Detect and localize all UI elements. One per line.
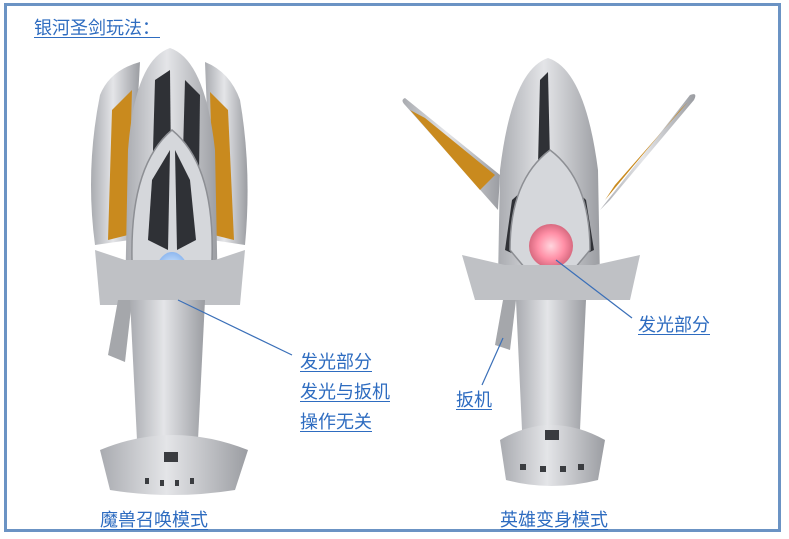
right-toy (402, 58, 696, 486)
left-toy (91, 48, 248, 495)
left-callout-line-1: 发光部分 (300, 352, 372, 373)
right-light-label: 发光部分 (638, 315, 710, 336)
left-caption: 魔兽召唤模式 (100, 510, 208, 531)
right-trigger-callout-line (481, 337, 504, 386)
page-title: 银河圣剑玩法： (34, 18, 160, 39)
right-glow-light (529, 224, 573, 268)
right-caption: 英雄变身模式 (500, 510, 608, 531)
right-light-callout-line (555, 259, 633, 319)
left-callout-line (177, 299, 293, 356)
right-trigger-label: 扳机 (456, 390, 492, 411)
left-callout-line-2: 发光与扳机 (300, 382, 390, 403)
left-callout-line-3: 操作无关 (300, 412, 372, 433)
left-trigger (108, 300, 132, 362)
right-trigger (495, 300, 516, 350)
